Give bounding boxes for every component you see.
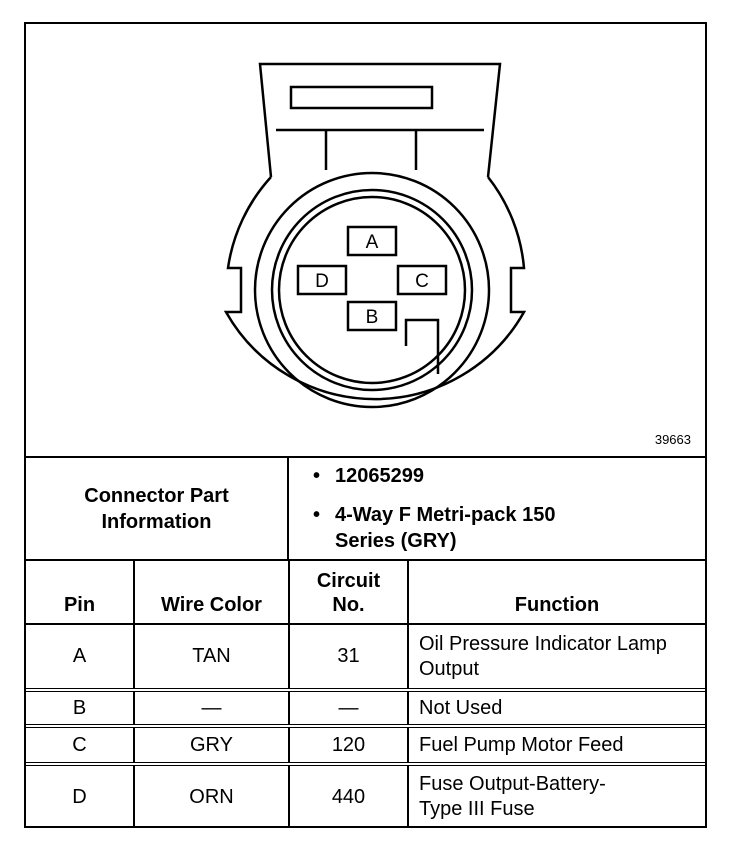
circuit-cell: 440 (288, 762, 409, 828)
table-row: A TAN 31 Oil Pressure Indicator Lamp Out… (26, 623, 705, 691)
connector-shell (223, 176, 527, 401)
connector-face-drawing: A B C D (223, 62, 527, 409)
header-function: Function (407, 559, 705, 625)
connector-part-number: 12065299 (313, 465, 424, 488)
function-cell: Fuel Pump Motor Feed (407, 724, 705, 765)
connector-description: 4-Way F Metri-pack 150 Series (GRY) (313, 502, 595, 554)
pin-cell: C (26, 724, 135, 765)
pin-cell: A (26, 623, 135, 691)
table-row: C GRY 120 Fuel Pump Motor Feed (26, 724, 705, 765)
cavity-label-c: C (415, 271, 429, 292)
tab-ribs (324, 129, 418, 170)
pin-cell: D (26, 762, 135, 828)
figure-number: 39663 (654, 432, 691, 447)
header-circuit-no: Circuit No. (288, 559, 409, 625)
wire-color-cell: GRY (133, 724, 290, 765)
table-row: D ORN 440 Fuse Output-Battery-Type III F… (26, 762, 705, 828)
connector-diagram: A B C D 39663 (26, 24, 705, 456)
header-wire-color: Wire Color (133, 559, 290, 625)
header-pin: Pin (26, 559, 135, 625)
table-row: B — — Not Used (26, 688, 705, 727)
cavity-label-b: B (366, 307, 379, 328)
connector-info-label: Connector Part Information (26, 458, 289, 559)
cavity-c (396, 264, 448, 296)
wire-color-cell: — (133, 688, 290, 727)
connector-info-row: Connector Part Information 12065299 4-Wa… (26, 456, 705, 559)
circuit-cell: — (288, 688, 409, 727)
circuit-cell: 120 (288, 724, 409, 765)
connector-info-list: 12065299 4-Way F Metri-pack 150 Series (… (289, 458, 705, 559)
wire-color-cell: TAN (133, 623, 290, 691)
cavity-d (296, 264, 348, 296)
cavity-b (346, 300, 398, 332)
wire-color-cell: ORN (133, 762, 290, 828)
connector-ring-inner (270, 188, 474, 392)
pinout-table: Pin Wire Color Circuit No. Function A TA… (26, 559, 705, 828)
keying-notch (404, 318, 440, 374)
cavity-a (346, 225, 398, 257)
pinout-header-row: Pin Wire Color Circuit No. Function (26, 559, 705, 625)
function-cell: Fuse Output-Battery-Type III Fuse (407, 762, 705, 828)
cavity-label-a: A (366, 232, 379, 253)
lock-tab-slot (289, 85, 434, 110)
function-cell: Oil Pressure Indicator Lamp Output (407, 623, 705, 691)
cavity-label-d: D (315, 271, 329, 292)
connector-info-label-text: Connector Part Information (84, 484, 229, 533)
circuit-cell: 31 (288, 623, 409, 691)
connector-ring-face (277, 195, 467, 385)
lock-tab (258, 62, 502, 178)
pin-cell: B (26, 688, 135, 727)
function-cell: Not Used (407, 688, 705, 727)
connector-sheet: A B C D 39663 Connector Part Information… (24, 22, 707, 828)
connector-ring-outer (253, 171, 491, 409)
